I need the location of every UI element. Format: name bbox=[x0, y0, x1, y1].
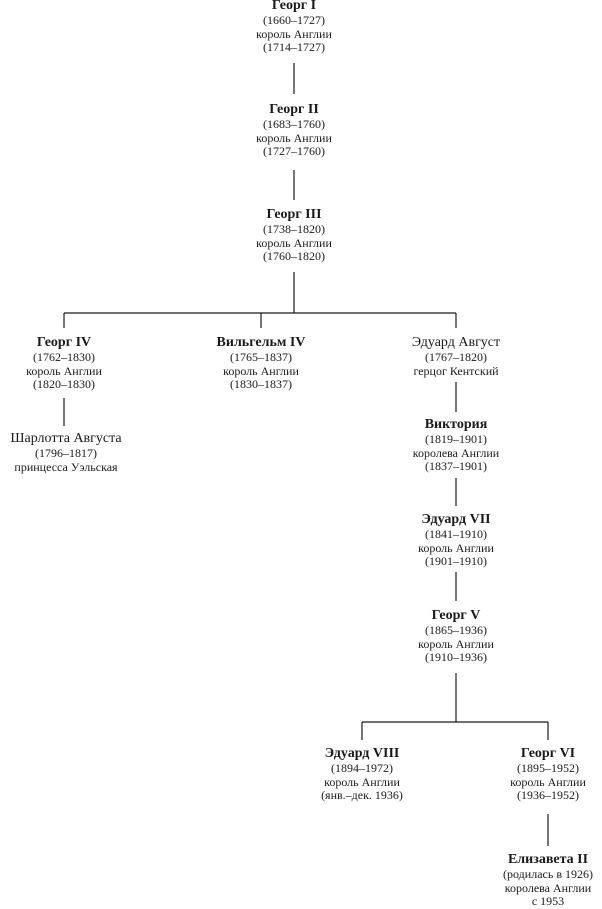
person-elizabeth2: Елизавета II (родилась в 1926) королева … bbox=[503, 852, 593, 909]
person-detail: король Англии bbox=[223, 363, 299, 378]
person-william4: Вильгельм IV (1765–1837) король Англии (… bbox=[217, 335, 306, 392]
person-victoria: Виктория (1819–1901) королева Англии (18… bbox=[413, 417, 499, 474]
person-detail: (1910–1936) bbox=[424, 650, 487, 664]
person-detail: (1865–1936) bbox=[424, 623, 487, 637]
person-detail: принцесса Уэльская bbox=[14, 459, 118, 474]
person-charlotte: Шарлотта Августа (1796–1817) принцесса У… bbox=[10, 431, 121, 474]
person-detail: (1895–1952) bbox=[516, 761, 579, 775]
person-detail: (1841–1910) bbox=[424, 527, 487, 541]
person-detail: король Англии bbox=[324, 774, 400, 789]
person-detail: король Англии bbox=[418, 540, 494, 555]
person-george2: Георг II (1683–1760) король Англии (1727… bbox=[256, 102, 332, 159]
person-detail: (1830–1837) bbox=[230, 377, 292, 391]
person-detail: (1796–1817) bbox=[34, 446, 97, 460]
person-george5: Георг V (1865–1936) король Англии (1910–… bbox=[418, 608, 494, 665]
person-detail: (1936–1952) bbox=[516, 788, 579, 802]
person-name: Шарлотта Августа bbox=[10, 431, 122, 446]
person-george4: Георг IV (1762–1830) король Англии (1820… bbox=[26, 335, 102, 392]
person-detail: (1819–1901) bbox=[424, 432, 487, 446]
person-detail: (1727–1760) bbox=[262, 144, 325, 158]
person-name: Эдуард VII bbox=[421, 512, 491, 527]
person-name: Виктория bbox=[424, 417, 488, 432]
person-detail: король Англии bbox=[256, 130, 332, 145]
person-detail: (1738–1820) bbox=[262, 222, 325, 236]
person-detail: (1765–1837) bbox=[230, 350, 292, 364]
person-george1: Георг I (1660–1727) король Англии (1714–… bbox=[256, 0, 332, 55]
person-detail: (1714–1727) bbox=[262, 40, 325, 54]
person-george3: Георг III (1738–1820) король Англии (176… bbox=[256, 207, 332, 264]
person-name: Елизавета II bbox=[507, 852, 589, 867]
person-name: Георг III bbox=[266, 207, 322, 222]
person-name: Георг VI bbox=[520, 746, 576, 761]
person-detail: (1837–1901) bbox=[424, 459, 487, 473]
person-detail: королева Англии bbox=[504, 880, 592, 895]
person-detail: (янв.–дек. 1936) bbox=[321, 788, 403, 802]
person-name: Эдуард Август bbox=[411, 335, 501, 350]
person-detail: король Англии bbox=[510, 774, 586, 789]
person-detail: король Англии bbox=[256, 26, 332, 41]
person-detail: (1683–1760) bbox=[262, 117, 325, 131]
person-detail: с 1953 bbox=[531, 894, 565, 908]
person-edward7: Эдуард VII (1841–1910) король Англии (19… bbox=[418, 512, 494, 569]
person-detail: (1762–1830) bbox=[32, 350, 95, 364]
person-detail: королева Англии bbox=[412, 445, 500, 460]
person-name: Георг II bbox=[269, 102, 319, 117]
person-detail: король Англии bbox=[26, 363, 102, 378]
person-detail: (1767–1820) bbox=[425, 350, 487, 364]
person-edward8: Эдуард VIII (1894–1972) король Англии (я… bbox=[321, 746, 403, 803]
person-name: Эдуард VIII bbox=[324, 746, 400, 761]
person-detail: король Англии bbox=[256, 235, 332, 250]
person-detail: (1760–1820) bbox=[262, 249, 325, 263]
person-name: Вильгельм IV bbox=[216, 335, 306, 350]
person-detail: король Англии bbox=[418, 636, 494, 651]
person-detail: (1894–1972) bbox=[331, 761, 393, 775]
person-george6: Георг VI (1895–1952) король Англии (1936… bbox=[510, 746, 586, 803]
person-name: Георг V bbox=[431, 608, 481, 623]
person-name: Георг IV bbox=[36, 335, 92, 350]
person-detail: (1901–1910) bbox=[424, 554, 487, 568]
person-detail: герцог Кентский bbox=[413, 363, 499, 378]
person-edward-augustus: Эдуард Август (1767–1820) герцог Кентски… bbox=[412, 335, 500, 378]
person-detail: (родилась в 1926) bbox=[503, 867, 593, 881]
person-detail: (1820–1830) bbox=[32, 377, 95, 391]
person-name: Георг I bbox=[271, 0, 317, 13]
person-detail: (1660–1727) bbox=[262, 13, 325, 27]
